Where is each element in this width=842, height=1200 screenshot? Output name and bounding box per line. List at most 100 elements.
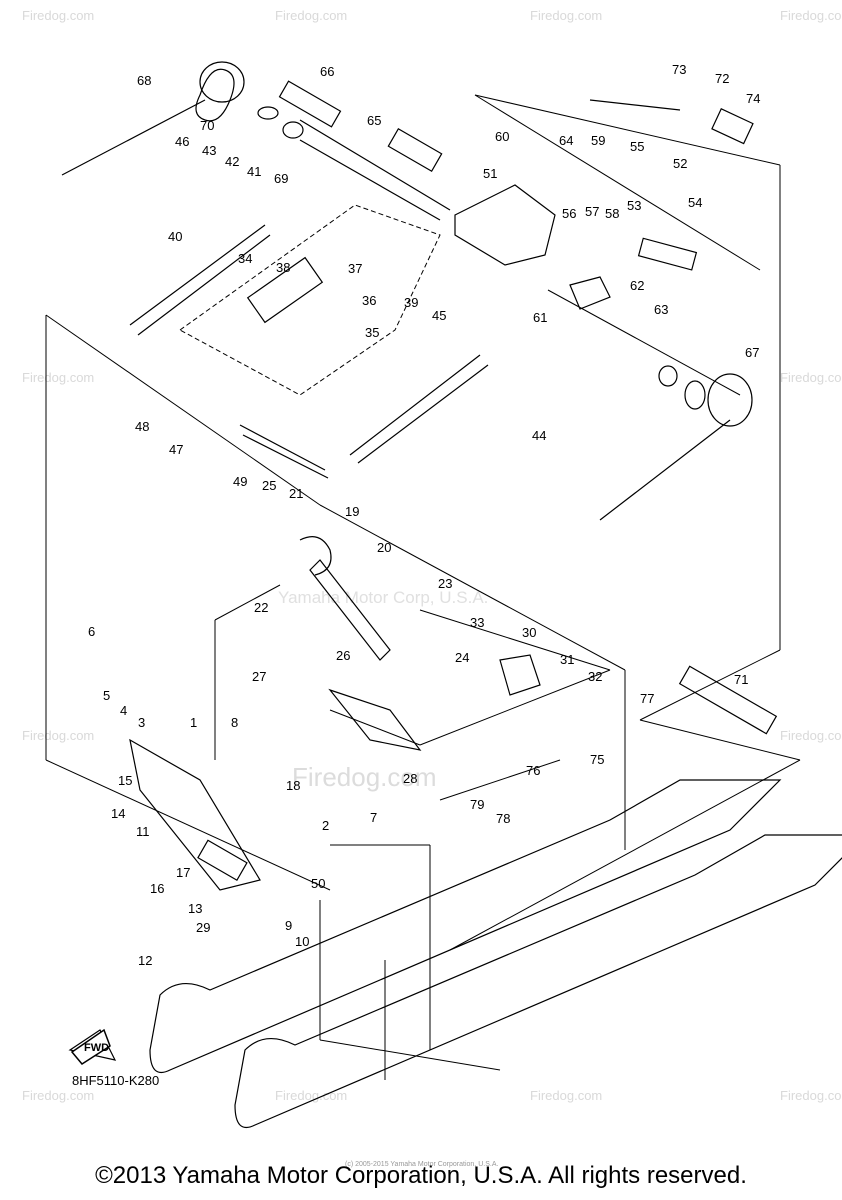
link-rod-40-low-a (349, 354, 481, 456)
bracket-51 (454, 184, 556, 266)
callout-53: 53 (627, 198, 641, 213)
callout-26: 26 (336, 648, 350, 663)
watermark-layer: Firedog.com Firedog.com Firedog.com Fire… (22, 8, 842, 1103)
callout-17: 17 (176, 865, 190, 880)
callout-19: 19 (345, 504, 359, 519)
callout-8: 8 (231, 715, 238, 730)
spring-arm-right (599, 419, 731, 521)
callout-78: 78 (496, 811, 510, 826)
callout-49: 49 (233, 474, 247, 489)
bracket-26 (328, 688, 422, 751)
callout-47: 47 (169, 442, 183, 457)
callout-62: 62 (630, 278, 644, 293)
callout-51: 51 (483, 166, 497, 181)
callout-29: 29 (196, 920, 210, 935)
callout-79: 79 (470, 797, 484, 812)
callout-55: 55 (630, 139, 644, 154)
callout-2: 2 (322, 818, 329, 833)
frame-lines (45, 94, 801, 1080)
callout-63: 63 (654, 302, 668, 317)
callout-34: 34 (238, 251, 252, 266)
shaft-55 (589, 99, 681, 111)
callout-16: 16 (150, 881, 164, 896)
callout-42: 42 (225, 154, 239, 169)
callout-56: 56 (562, 206, 576, 221)
shock-absorber-19 (309, 559, 391, 661)
watermark-site: Firedog.com (780, 370, 842, 385)
callout-25: 25 (262, 478, 276, 493)
fwd-indicator: FWD (70, 1028, 111, 1065)
callout-44: 44 (532, 428, 546, 443)
callout-41: 41 (247, 164, 261, 179)
shaft-65-top (299, 119, 451, 211)
arm-52 (637, 237, 698, 271)
callout-58: 58 (605, 206, 619, 221)
callout-75: 75 (590, 752, 604, 767)
callout-5: 5 (103, 688, 110, 703)
slide-rail-lower (234, 834, 842, 1129)
callout-14: 14 (111, 806, 125, 821)
callout-57: 57 (585, 204, 599, 219)
watermark-site: Firedog.com (22, 728, 94, 743)
parts-shapes (61, 61, 842, 1129)
callout-67: 67 (745, 345, 759, 360)
watermark-site: Firedog.com (22, 8, 94, 23)
watermark-site: Firedog.com (275, 1088, 347, 1103)
callout-3: 3 (138, 715, 145, 730)
fwd-arrow-icon (70, 1028, 111, 1065)
callout-39: 39 (404, 295, 418, 310)
callout-31: 31 (560, 652, 574, 667)
copyright-notice: ©2013 Yamaha Motor Corporation, U.S.A. A… (95, 1162, 747, 1189)
callout-76: 76 (526, 763, 540, 778)
callout-45: 45 (432, 308, 446, 323)
dashed-boxes (179, 204, 441, 396)
callout-35: 35 (365, 325, 379, 340)
torsion-spring-right (707, 373, 753, 427)
callout-labels: 1 2 3 4 5 6 7 8 9 10 11 12 13 14 15 16 1… (88, 62, 760, 968)
callout-12: 12 (138, 953, 152, 968)
callout-72: 72 (715, 71, 729, 86)
callout-46: 46 (175, 134, 189, 149)
callout-60: 60 (495, 129, 509, 144)
callout-36: 36 (362, 293, 376, 308)
small-copyright: (c) 2005-2015 Yamaha Motor Corporation, … (345, 1161, 498, 1168)
fwd-label: FWD (84, 1042, 109, 1054)
shaft-65-bottom (299, 139, 441, 221)
callout-10: 10 (295, 934, 309, 949)
watermark-site: Firedog.com (22, 370, 94, 385)
callout-61: 61 (533, 310, 547, 325)
callout-70: 70 (200, 118, 214, 133)
callout-64: 64 (559, 133, 573, 148)
callout-7: 7 (370, 810, 377, 825)
callout-73: 73 (672, 62, 686, 77)
watermark-site: Firedog.com (530, 1088, 602, 1103)
callout-54: 54 (688, 195, 702, 210)
callout-15: 15 (118, 773, 132, 788)
shaft-49-b (242, 434, 329, 479)
callout-69: 69 (274, 171, 288, 186)
block-30 (499, 654, 541, 696)
callout-38: 38 (276, 260, 290, 275)
callout-68: 68 (137, 73, 151, 88)
washer-70-top (257, 106, 279, 120)
watermark-site: Firedog.com (22, 1088, 94, 1103)
callout-13: 13 (188, 901, 202, 916)
callout-28: 28 (403, 771, 417, 786)
slide-rail-upper (149, 779, 782, 1074)
arm-1 (129, 738, 261, 891)
watermark-site: Firedog.com (275, 8, 347, 23)
watermark-site: Firedog.com (530, 8, 602, 23)
watermark-site: Firedog.com (780, 1088, 842, 1103)
watermark-site: Firedog.com (780, 728, 842, 743)
torsion-spring-left (195, 68, 235, 122)
callout-23: 23 (438, 576, 452, 591)
callout-22: 22 (254, 600, 268, 615)
link-rod-40-low-b (357, 364, 489, 464)
callout-71: 71 (734, 672, 748, 687)
callout-4: 4 (120, 703, 127, 718)
callout-24: 24 (455, 650, 469, 665)
callout-43: 43 (202, 143, 216, 158)
spring-arm-left (61, 99, 206, 176)
bushing-69-right (658, 365, 678, 387)
callout-30: 30 (522, 625, 536, 640)
